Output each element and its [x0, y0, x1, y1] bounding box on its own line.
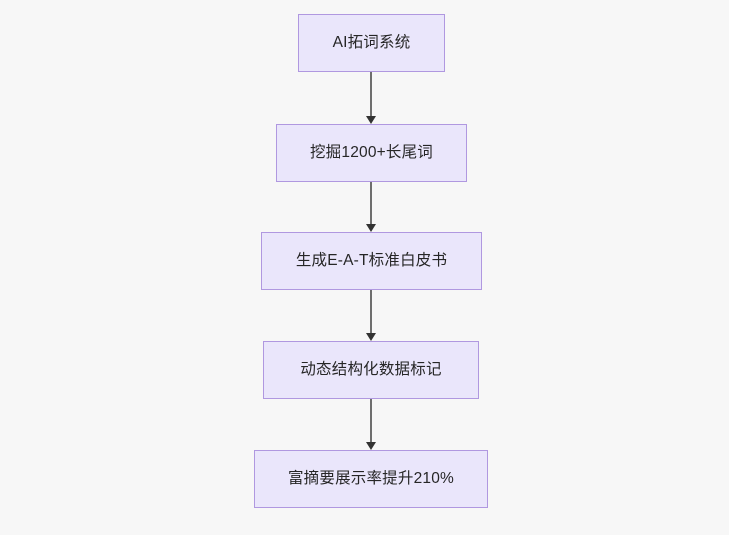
flow-node-5-label: 富摘要展示率提升210%: [287, 470, 455, 488]
flow-edge-4-5-arrowhead: [366, 442, 376, 450]
flow-edge-2-3-arrowhead: [366, 224, 376, 232]
flow-node-1-label: AI拓词系统: [332, 34, 411, 52]
flow-node-4-label: 动态结构化数据标记: [300, 361, 442, 379]
flow-edge-1-2-arrowhead: [366, 116, 376, 124]
flow-edge-1-2-line: [370, 72, 372, 116]
flow-node-1[interactable]: AI拓词系统: [298, 14, 445, 72]
flow-node-3-label: 生成E-A-T标准白皮书: [295, 252, 448, 270]
flow-node-2[interactable]: 挖掘1200+长尾词: [276, 124, 467, 182]
flow-node-2-label: 挖掘1200+长尾词: [309, 144, 434, 162]
flow-edge-4-5-line: [370, 399, 372, 442]
flow-edge-3-4-arrowhead: [366, 333, 376, 341]
flow-node-5[interactable]: 富摘要展示率提升210%: [254, 450, 488, 508]
flow-node-3[interactable]: 生成E-A-T标准白皮书: [261, 232, 482, 290]
flow-edge-2-3-line: [370, 182, 372, 224]
flow-edge-3-4-line: [370, 290, 372, 333]
flow-node-4[interactable]: 动态结构化数据标记: [263, 341, 479, 399]
